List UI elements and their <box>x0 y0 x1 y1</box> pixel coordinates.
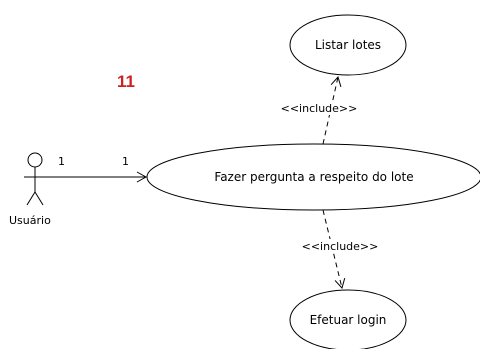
include-relation-bottom: <<include>> <box>294 209 386 290</box>
usecase-fazer-pergunta[interactable]: Fazer pergunta a respeito do lote <box>146 143 480 211</box>
usecase-listar-lotes[interactable]: Listar lotes <box>289 14 407 76</box>
include-label-top: <<include>> <box>281 102 358 115</box>
actor-name: Usuário <box>9 214 51 227</box>
usecase-listar-lotes-label: Listar lotes <box>315 38 381 52</box>
usecase-efetuar-login[interactable]: Efetuar login <box>289 289 407 349</box>
association-line: 1 1 <box>46 155 148 183</box>
usecase-fazer-pergunta-label: Fazer pergunta a respeito do lote <box>214 170 413 184</box>
diagram-number: 11 <box>117 72 135 91</box>
include-relation-top: <<include>> <box>273 75 365 145</box>
usecase-multiplicity: 1 <box>122 155 129 168</box>
stick-figure-icon <box>24 152 46 206</box>
usecase-efetuar-login-label: Efetuar login <box>310 313 387 327</box>
include-label-bottom: <<include>> <box>302 240 379 253</box>
actor-usuario[interactable]: Usuário <box>9 152 51 227</box>
actor-multiplicity: 1 <box>58 155 65 168</box>
